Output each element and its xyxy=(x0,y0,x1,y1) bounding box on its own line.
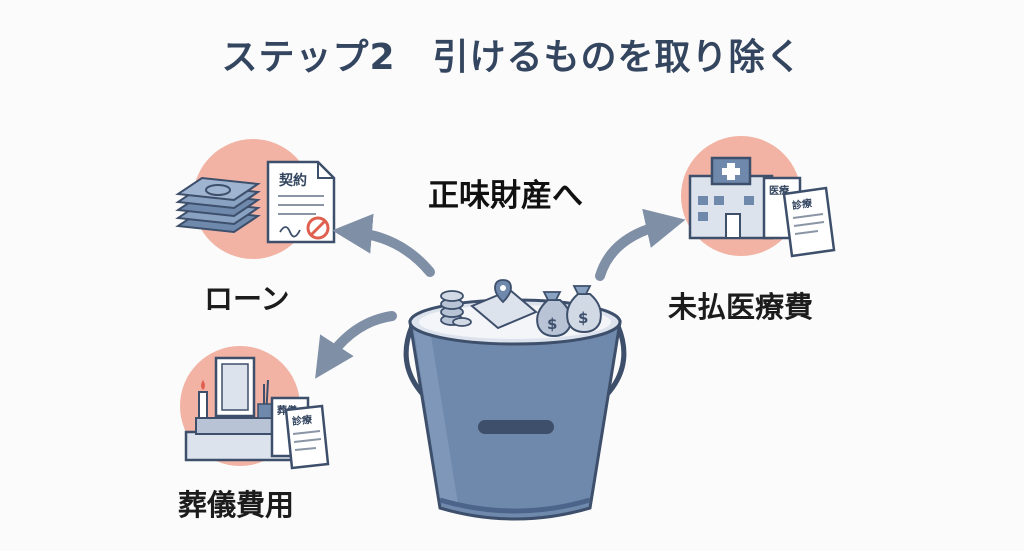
arrow-to-medical xyxy=(595,208,686,281)
bucket-icon: $ $ xyxy=(403,279,627,521)
svg-text:$: $ xyxy=(547,315,557,333)
arrow-to-loan xyxy=(332,213,435,277)
funeral-label: 葬儀費用 xyxy=(178,488,295,522)
contract-doc-label: 契約 xyxy=(278,172,307,189)
net-assets-label: 正味財産へ xyxy=(428,178,583,214)
medical-doc-label-2: 診療 xyxy=(791,196,813,212)
hospital-icon xyxy=(688,156,774,240)
medical-bill-icon: 医療 診療 xyxy=(762,176,836,258)
money-bag-icon: $ $ xyxy=(536,285,602,338)
funeral-icon: 葬儀 診療 xyxy=(180,346,330,470)
page-title: ステップ2 引けるものを取り除く xyxy=(221,37,803,78)
coin-stack-icon xyxy=(440,290,472,327)
contract-document-icon: 契約 xyxy=(266,160,336,244)
land-map-icon xyxy=(470,279,538,330)
medical-label: 未払医療費 xyxy=(668,290,814,324)
svg-text:$: $ xyxy=(578,309,588,327)
medical-icon: 医療 診療 xyxy=(681,136,836,258)
money-stack-icon xyxy=(175,176,261,234)
loan-label: ローン xyxy=(204,282,290,316)
funeral-bill-icon: 葬儀 診療 xyxy=(270,396,330,470)
arrow-to-funeral xyxy=(315,311,397,379)
funeral-doc-label-2: 診療 xyxy=(291,413,312,428)
loan-icon: 契約 xyxy=(175,139,336,259)
